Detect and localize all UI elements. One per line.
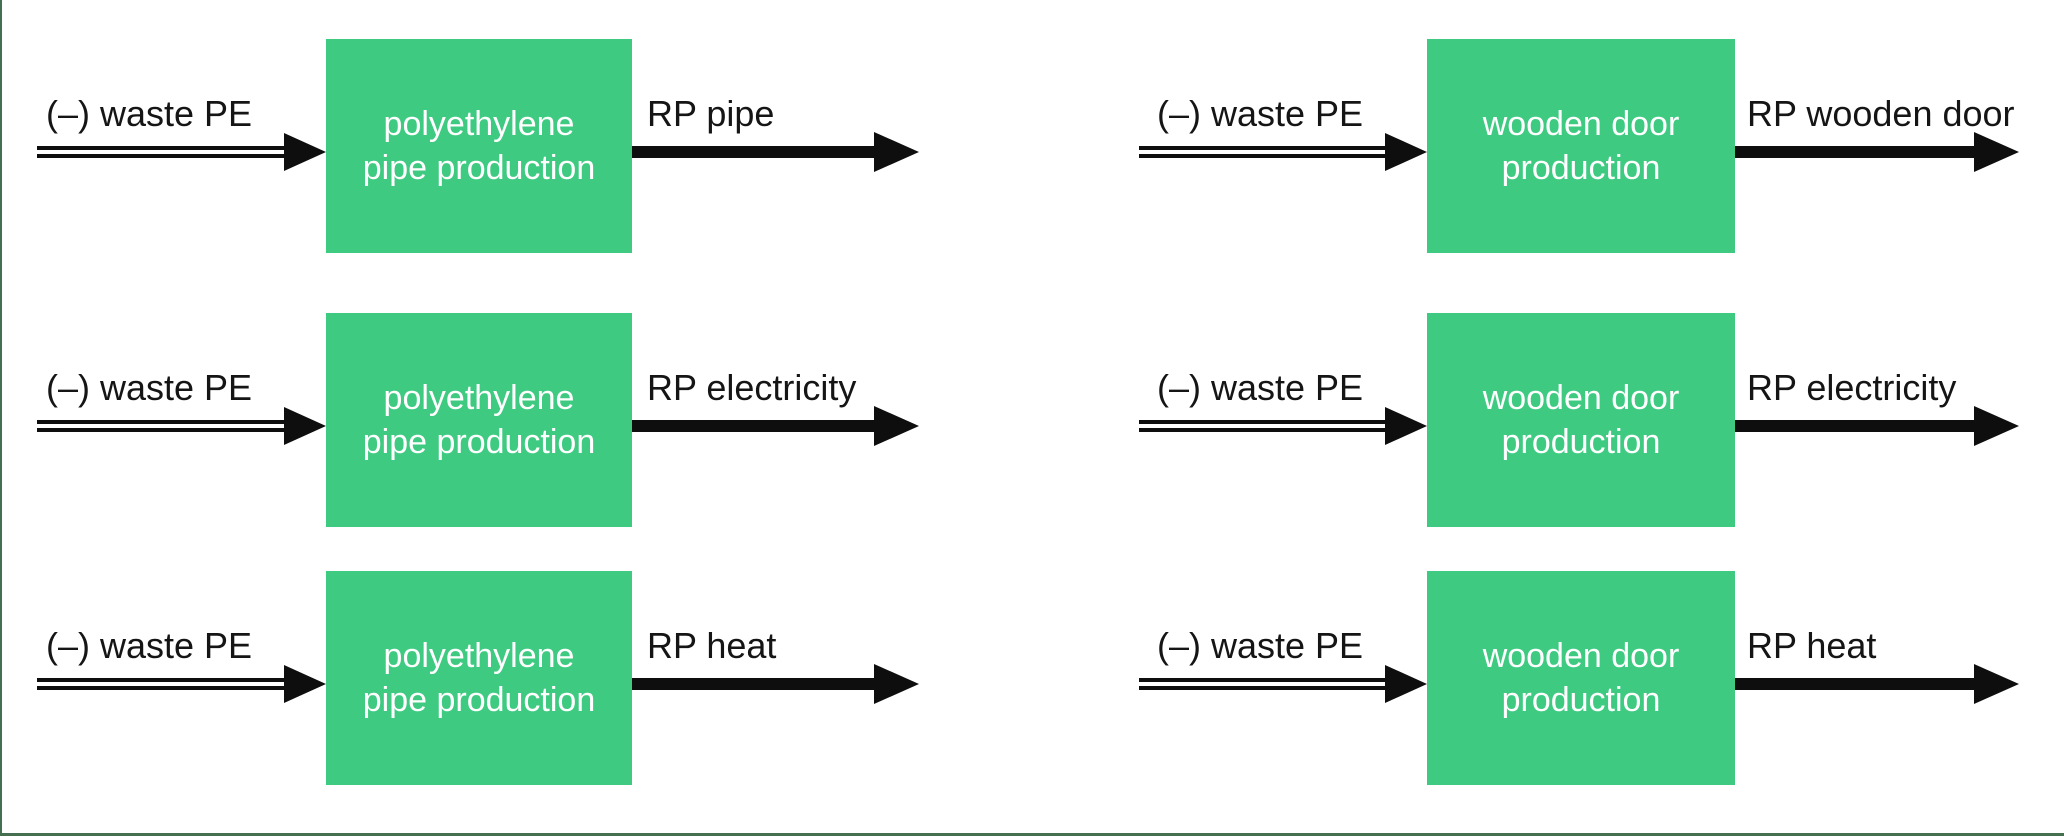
output-flow-label: RP heat xyxy=(1747,625,1877,666)
double-line-arrow-icon xyxy=(37,133,326,171)
process-box-label: polyethylene pipe production xyxy=(362,637,596,719)
single-arrow-icon xyxy=(1735,132,2019,172)
input-flow-label: (–) waste PE xyxy=(1157,93,1364,134)
flow-unit-wooden-door-rp-wooden-door: (–) waste PE wooden door production RP w… xyxy=(1034,39,2064,253)
process-box: polyethylene pipe production xyxy=(326,571,632,785)
input-flow-label: (–) waste PE xyxy=(46,625,253,666)
input-flow-label: (–) waste PE xyxy=(1157,367,1364,408)
process-box: wooden door production xyxy=(1427,571,1735,785)
process-box: wooden door production xyxy=(1427,39,1735,253)
process-box: polyethylene pipe production xyxy=(326,39,632,253)
output-flow-label: RP electricity xyxy=(647,367,857,408)
process-box-label: wooden door production xyxy=(1482,105,1680,187)
single-arrow-icon xyxy=(632,664,919,704)
double-line-arrow-icon xyxy=(1139,133,1427,171)
flow-unit-wooden-door-rp-heat: (–) waste PE wooden door production RP h… xyxy=(1034,571,2064,785)
flow-unit-pe-pipe-rp-pipe: (–) waste PE polyethylene pipe productio… xyxy=(2,39,1034,253)
single-arrow-icon xyxy=(632,406,919,446)
single-arrow-icon xyxy=(1735,664,2019,704)
input-flow-label: (–) waste PE xyxy=(46,93,253,134)
output-flow-label: RP electricity xyxy=(1747,367,1957,408)
input-flow-label: (–) waste PE xyxy=(1157,625,1364,666)
process-box-label: polyethylene pipe production xyxy=(362,379,596,461)
input-flow-label: (–) waste PE xyxy=(46,367,253,408)
single-arrow-icon xyxy=(1735,406,2019,446)
output-flow-label: RP heat xyxy=(647,625,777,666)
process-box-label: wooden door production xyxy=(1482,379,1680,461)
output-flow-label: RP wooden door xyxy=(1747,93,2015,134)
process-box-label: polyethylene pipe production xyxy=(362,105,596,187)
flow-unit-wooden-door-rp-electricity: (–) waste PE wooden door production RP e… xyxy=(1034,313,2064,527)
double-line-arrow-icon xyxy=(37,407,326,445)
output-flow-label: RP pipe xyxy=(647,93,775,134)
flow-unit-pe-pipe-rp-heat: (–) waste PE polyethylene pipe productio… xyxy=(2,571,1034,785)
process-box-label: wooden door production xyxy=(1482,637,1680,719)
flow-unit-pe-pipe-rp-electricity: (–) waste PE polyethylene pipe productio… xyxy=(2,313,1034,527)
double-line-arrow-icon xyxy=(1139,407,1427,445)
double-line-arrow-icon xyxy=(37,665,326,703)
double-line-arrow-icon xyxy=(1139,665,1427,703)
process-box: wooden door production xyxy=(1427,313,1735,527)
single-arrow-icon xyxy=(632,132,919,172)
process-box: polyethylene pipe production xyxy=(326,313,632,527)
